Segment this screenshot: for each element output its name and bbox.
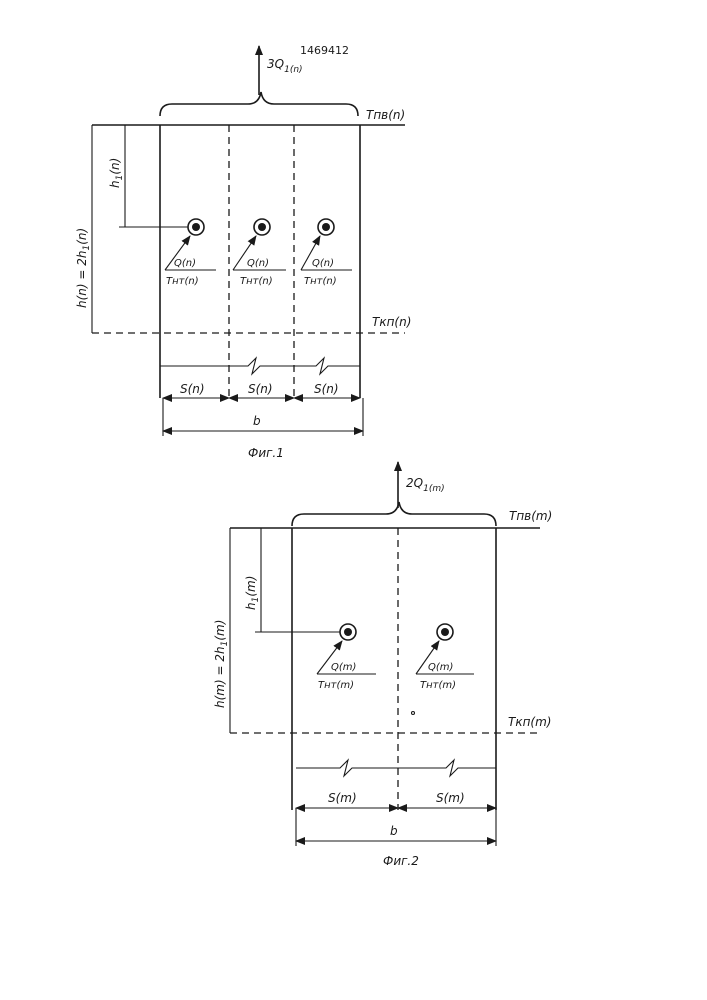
fig2-h-total-label: h(m) = 2h1(m) [213,620,230,708]
fig1-heat-source-2: Q(n) Tнт(n) [233,219,286,287]
fig1-h-total-label: h(n) = 2h1(n) [75,228,92,308]
fig2-heat-source-2: Q(m) Tнт(m) [416,624,474,691]
fig1-break-line [160,358,360,374]
fig1-s-label-2: S(n) [248,382,273,396]
fig1-s-label-1: S(n) [180,382,205,396]
fig2-heat-source-1: Q(m) Tнт(m) [317,624,376,691]
fig1-heat-source-1: Q(n) Tнт(n) [165,219,216,287]
fig1-source-3-q: Q(n) [312,258,334,269]
fig1-h1-label: h1(n) [108,158,125,188]
fig1-source-2-q: Q(n) [247,258,269,269]
fig2-source-1-t: Tнт(m) [318,680,354,691]
fig2-source-2-t: Tнт(m) [420,680,456,691]
figure-2: 2Q1(m) Tпв(m) Tкп(m) h1(m) h(m) = 2h1(m)… [213,462,552,868]
fig2-source-2-q: Q(m) [428,662,453,673]
patent-number: 1469412 [300,44,349,57]
fig2-s-label-2: S(m) [436,791,465,805]
fig1-heat-source-3: Q(n) Tнт(n) [301,219,352,287]
fig1-source-1-t: Tнт(n) [166,276,199,287]
fig1-b-label: b [253,414,261,428]
fig2-source-1-q: Q(m) [331,662,356,673]
fig2-heat-flux-label: 2Q1(m) [406,476,445,494]
figure-1: 3Q1(n) Tпв(n) Tкп(n) h1(n) h(n) = 2h1(n)… [75,46,411,460]
fig1-source-1-q: Q(n) [174,258,196,269]
fig2-t-bottom-label: Tкп(m) [508,715,551,729]
fig1-s-label-3: S(n) [314,382,339,396]
fig2-b-label: b [390,824,398,838]
fig2-s-label-1: S(m) [328,791,357,805]
fig2-brace [292,502,496,526]
fig2-break-line [296,760,496,776]
fig1-source-3-t: Tнт(n) [304,276,337,287]
fig2-caption: Фиг.2 [383,854,419,868]
fig2-t-top-label: Tпв(m) [509,509,552,523]
fig1-source-2-t: Tнт(n) [240,276,273,287]
fig1-t-bottom-label: Tкп(n) [372,315,411,329]
fig1-heat-flux-label: 3Q1(n) [267,57,303,75]
fig1-caption: Фиг.1 [248,446,284,460]
fig1-t-top-label: Tпв(n) [366,108,405,122]
fig2-speck [412,712,415,715]
fig1-brace [160,92,358,116]
fig2-h1-label: h1(m) [244,576,261,610]
